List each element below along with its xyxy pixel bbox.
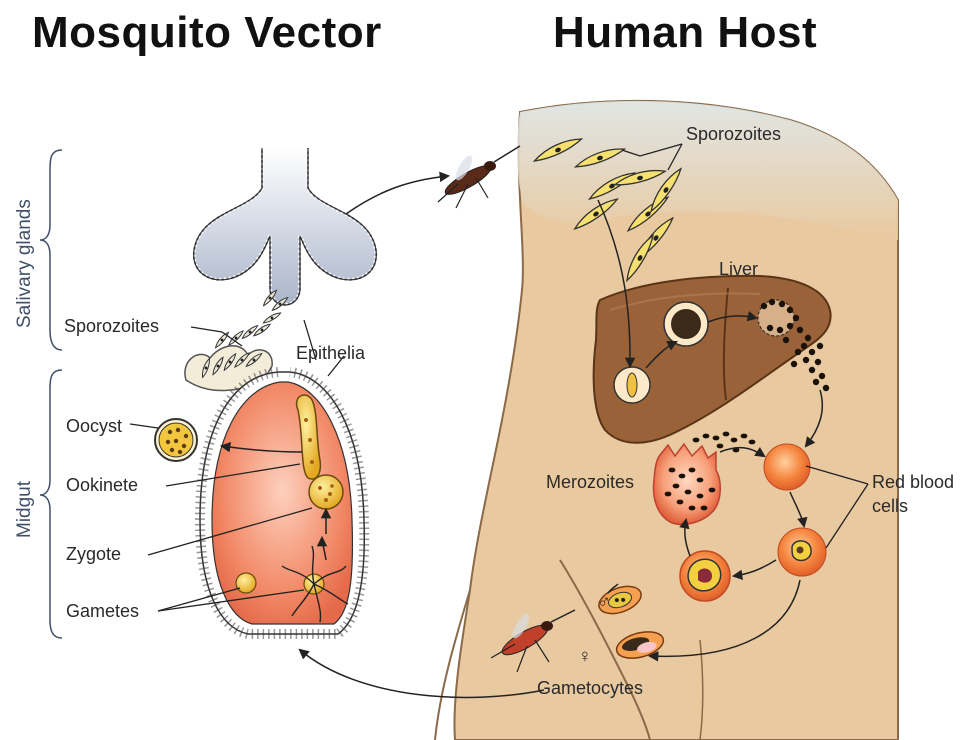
- oocyst-sporozoite-dot: [176, 428, 180, 432]
- merozoite: [761, 303, 767, 309]
- merozoite: [669, 468, 676, 473]
- merozoite: [679, 474, 686, 479]
- merozoite: [741, 434, 748, 439]
- merozoite: [689, 506, 696, 511]
- salivary-glands-label: Salivary glands: [14, 199, 35, 328]
- merozoite-burst-cell: [654, 444, 721, 524]
- merozoite: [803, 357, 809, 363]
- merozoite: [697, 478, 704, 483]
- merozoite: [769, 299, 775, 305]
- human-sporozoites-label: Sporozoites: [686, 124, 781, 144]
- female-symbol: ♀: [578, 645, 592, 666]
- merozoite: [795, 349, 801, 355]
- merozoite: [713, 436, 720, 441]
- merozoite: [815, 359, 821, 365]
- merozoite: [819, 373, 825, 379]
- merozoite: [813, 379, 819, 385]
- zygote-label: Zygote: [66, 544, 121, 564]
- oocyst-sporozoite-dot: [166, 440, 170, 444]
- epithelia-label: Epithelia: [296, 343, 366, 363]
- salivary-glands-brace: [40, 150, 62, 350]
- merozoite: [797, 327, 803, 333]
- zygote: [309, 475, 343, 509]
- oocyst-sporozoite-dot: [184, 434, 188, 438]
- merozoite: [731, 438, 738, 443]
- red-blood-cell-1: [764, 444, 810, 490]
- sporozoite: [262, 311, 281, 325]
- midgut-brace: [40, 370, 62, 638]
- red-blood-cells-label-line2: cells: [872, 496, 908, 516]
- merozoite: [701, 506, 708, 511]
- merozoite: [779, 301, 785, 307]
- merozoite: [723, 432, 730, 437]
- merozoite: [665, 492, 672, 497]
- oocyst-sporozoite-dot: [174, 439, 178, 443]
- merozoite: [709, 488, 716, 493]
- liver-schizont: [664, 302, 708, 346]
- ookinete-label: Ookinete: [66, 475, 138, 495]
- merozoite: [823, 385, 829, 391]
- midgut-label: Midgut: [14, 480, 35, 538]
- gametocytes-label: Gametocytes: [537, 678, 643, 698]
- merozoite: [689, 468, 696, 473]
- merozoite: [749, 440, 756, 445]
- oocyst: [155, 419, 197, 461]
- oocyst-sporozoite-dot: [168, 430, 172, 434]
- merozoite: [767, 325, 773, 331]
- merozoites-label: Merozoites: [546, 472, 634, 492]
- mosquito-biting-icon: [438, 146, 520, 208]
- liver-cell-early: [614, 367, 650, 403]
- salivary-gland-organ: [194, 148, 377, 305]
- merozoite: [791, 361, 797, 367]
- mosquito-sporozoites-label: Sporozoites: [64, 316, 159, 336]
- merozoite: [717, 444, 724, 449]
- oocyst-label: Oocyst: [66, 416, 122, 436]
- merozoite: [783, 337, 789, 343]
- liver-label: Liver: [719, 259, 758, 279]
- merozoite: [703, 434, 710, 439]
- merozoite: [805, 335, 811, 341]
- merozoite: [685, 490, 692, 495]
- oocyst-sporozoite-dot: [170, 448, 174, 452]
- red-blood-cells-label-line1: Red blood: [872, 472, 954, 492]
- merozoite: [793, 315, 799, 321]
- gamete-female: [236, 573, 256, 593]
- red-blood-cell-ring-stage: [778, 528, 826, 576]
- merozoite: [801, 343, 807, 349]
- merozoite: [809, 367, 815, 373]
- merozoite: [697, 494, 704, 499]
- gametes-label: Gametes: [66, 601, 139, 621]
- red-blood-cell-trophozoite: [680, 551, 730, 601]
- merozoite: [817, 343, 823, 349]
- merozoite: [673, 484, 680, 489]
- merozoite: [777, 327, 783, 333]
- male-symbol: ♂: [597, 591, 611, 612]
- merozoite: [809, 349, 815, 355]
- merozoite: [693, 438, 700, 443]
- merozoite: [677, 500, 684, 505]
- oocyst-sporozoite-dot: [182, 444, 186, 448]
- merozoite: [787, 307, 793, 313]
- merozoite: [787, 323, 793, 329]
- oocyst-sporozoite-dot: [178, 450, 182, 454]
